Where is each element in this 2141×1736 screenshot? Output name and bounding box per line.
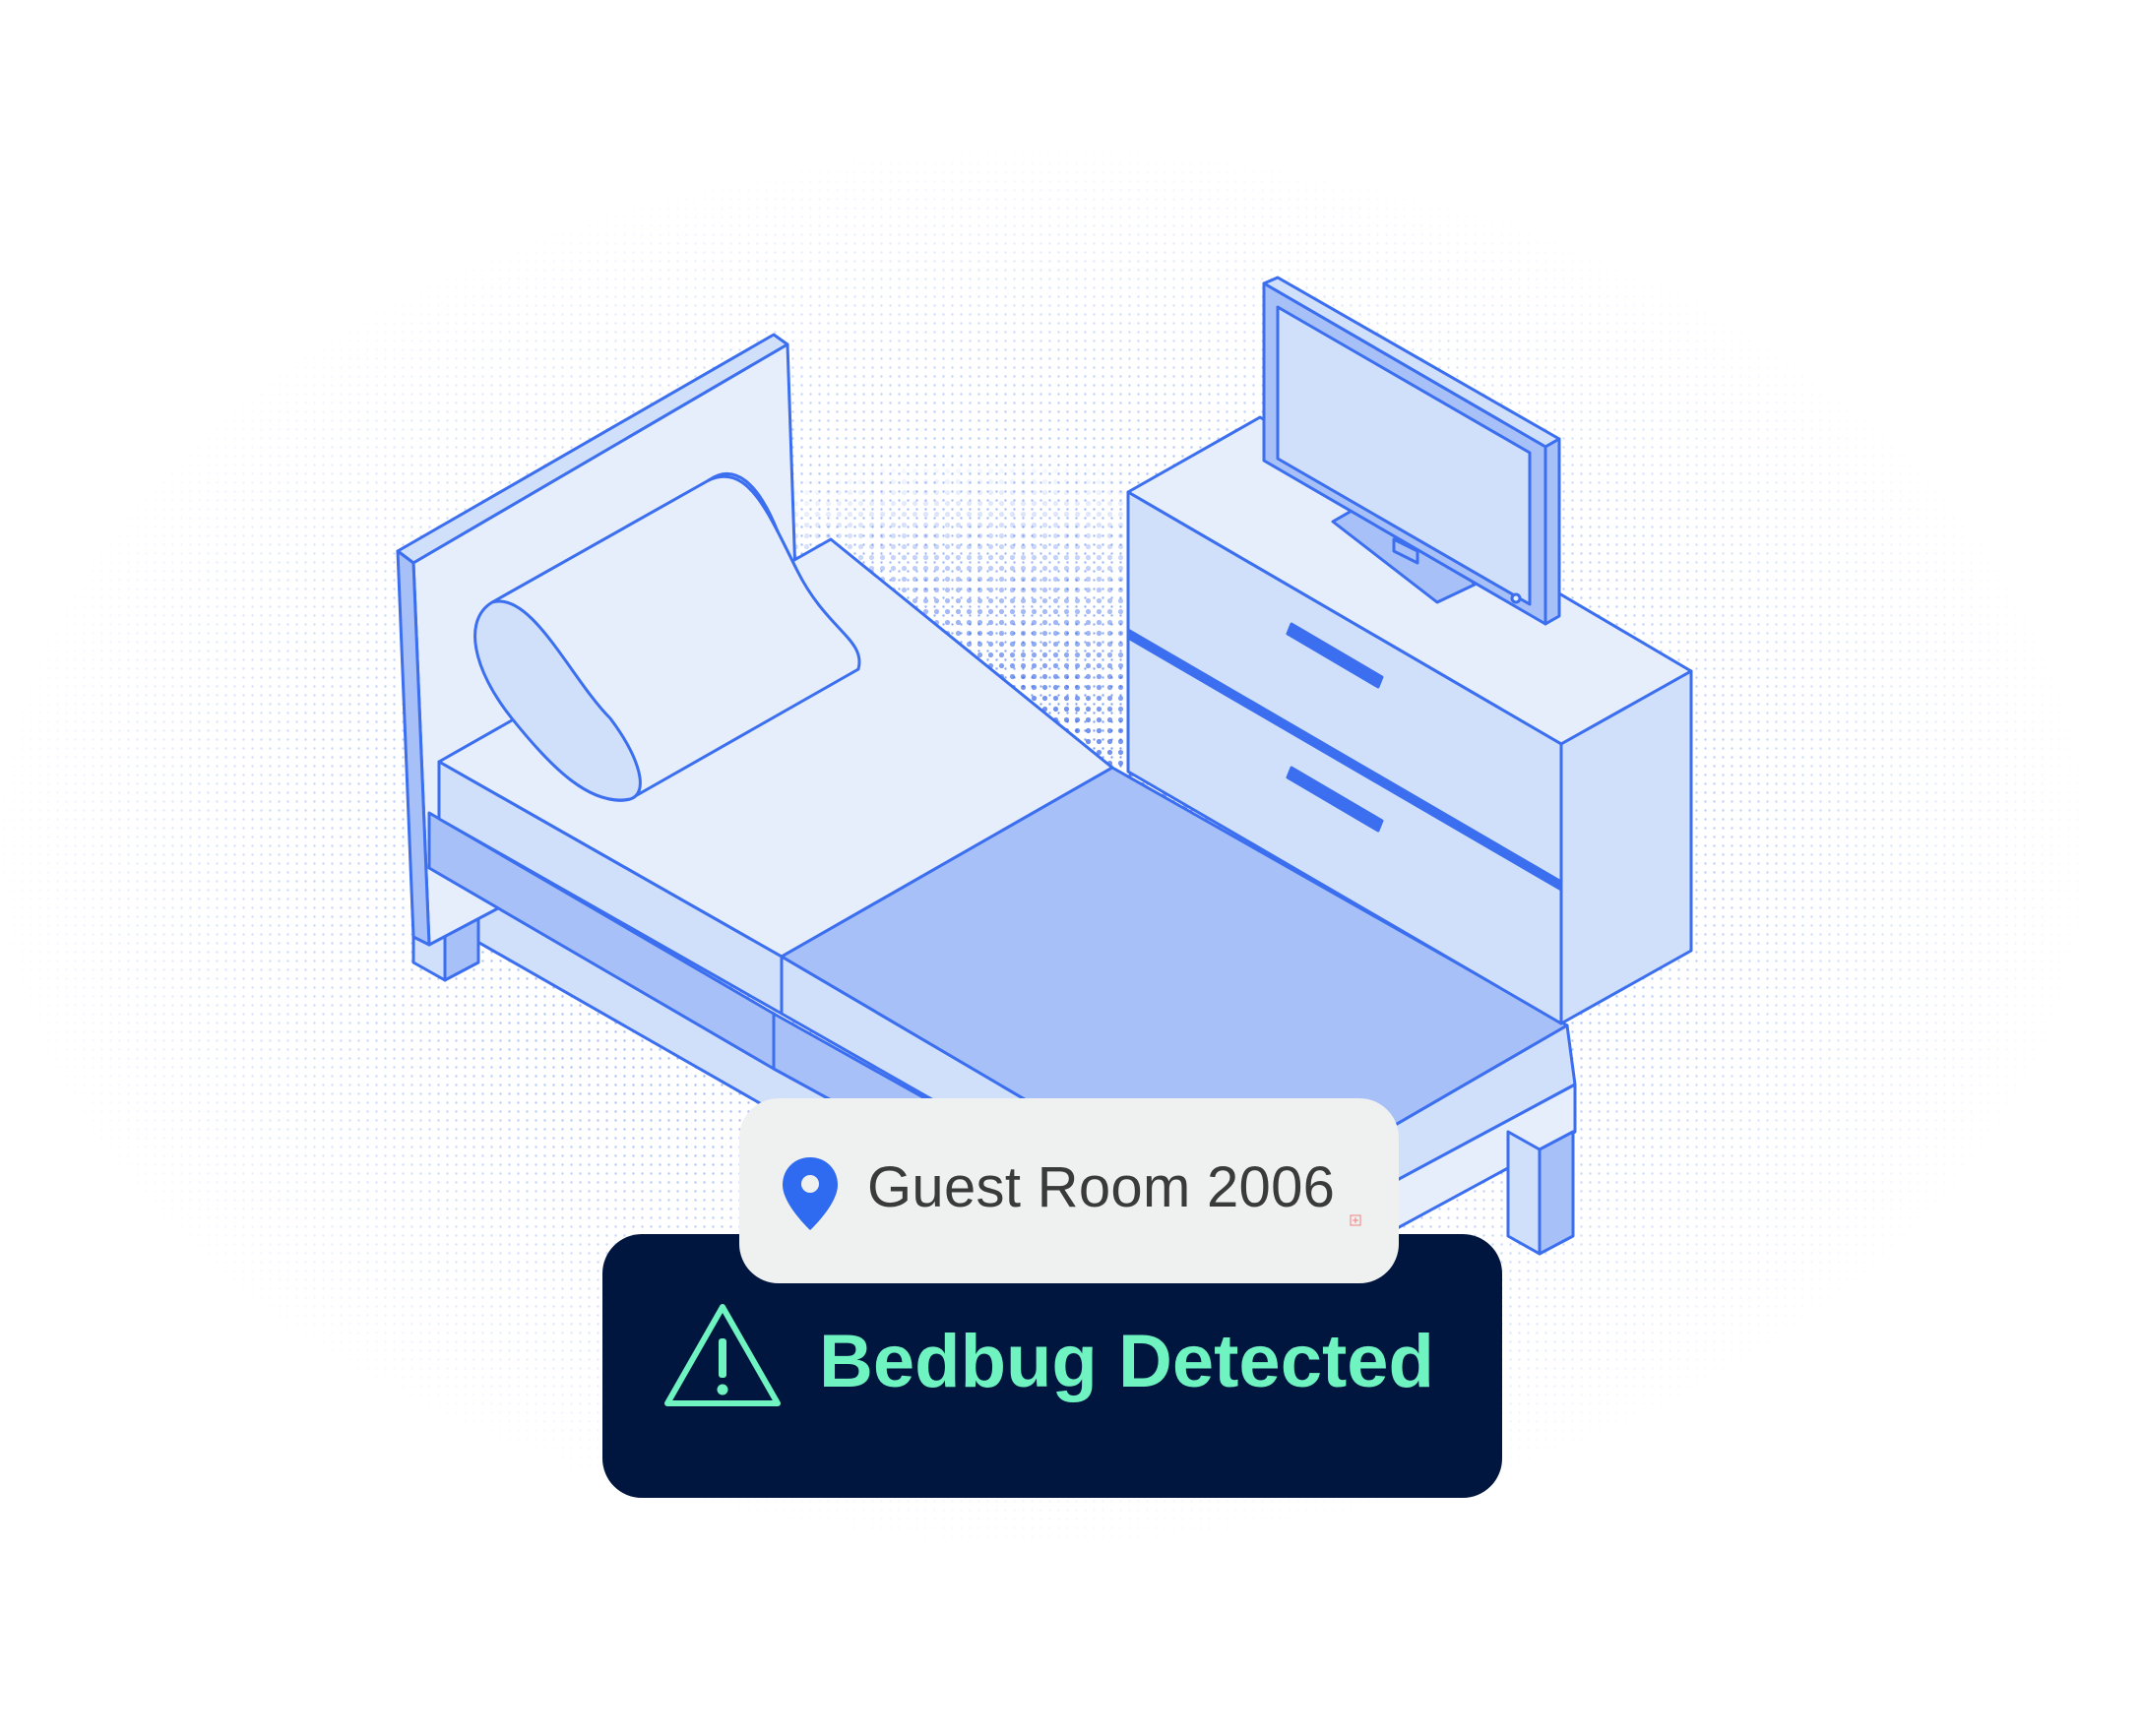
alert-message: Bedbug Detected bbox=[819, 1320, 1434, 1403]
pillow bbox=[473, 472, 861, 802]
bed-leg-right bbox=[1506, 1130, 1575, 1256]
warning-triangle-icon bbox=[664, 1304, 781, 1406]
map-pin-icon bbox=[783, 1157, 838, 1230]
room-name: Guest Room 2006 bbox=[867, 1155, 1336, 1219]
location-chip[interactable]: Guest Room 2006 bbox=[739, 1098, 1399, 1283]
corner-mark-icon bbox=[1350, 1214, 1361, 1226]
tv bbox=[1262, 276, 1561, 626]
